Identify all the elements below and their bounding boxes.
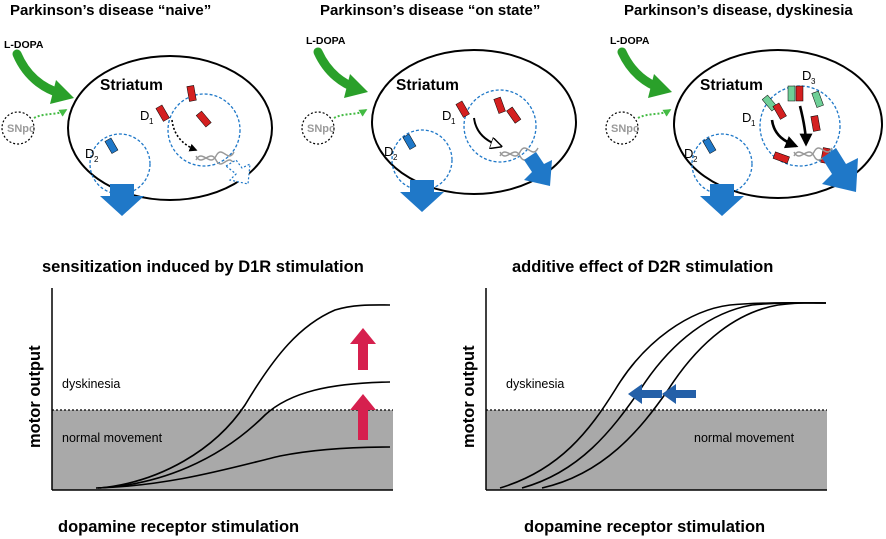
ldopa-arrowhead xyxy=(344,74,368,98)
d2-receptor xyxy=(402,133,417,150)
d1-receptor xyxy=(493,96,506,114)
d1-receptor xyxy=(195,110,212,128)
zone-label-normal: normal movement xyxy=(62,431,163,445)
d3-receptor xyxy=(787,85,796,102)
receptor-subscript: 3 xyxy=(811,77,816,86)
sensitization-arrow xyxy=(350,394,376,440)
snpc-projection xyxy=(333,109,368,119)
panel-title: Parkinson’s disease “on state” xyxy=(320,2,540,19)
receptor-subscript: 2 xyxy=(94,155,99,164)
d1-output-arrow xyxy=(822,148,858,192)
chart-sensitization: sensitization induced by D1R stimulation… xyxy=(26,258,393,536)
normal-movement-zone xyxy=(52,410,393,490)
signaling-arrow xyxy=(171,119,198,152)
panel-title: Parkinson’s disease, dyskinesia xyxy=(624,2,853,19)
striatum-label: Striatum xyxy=(100,77,163,94)
snpc-label: SNpc xyxy=(611,123,639,135)
panel-on-state: Parkinson’s disease “on state” L-DOPA St… xyxy=(301,2,577,212)
snpc-label: SNpc xyxy=(307,123,335,135)
shift-arrow xyxy=(662,384,696,404)
receptor-label: D xyxy=(684,146,693,161)
response-curve-right xyxy=(541,302,827,489)
d1-output-arrow xyxy=(524,152,552,186)
zone-label-dyskinesia: dyskinesia xyxy=(62,377,120,391)
striatum-label: Striatum xyxy=(700,77,763,94)
receptor-subscript: 1 xyxy=(751,119,756,128)
response-curve-low xyxy=(95,446,391,489)
signaling-arrow xyxy=(798,105,813,147)
response-curve-middle xyxy=(521,302,827,489)
receptor-label: D xyxy=(802,68,811,83)
d1-receptor xyxy=(772,151,790,164)
snpc-node xyxy=(605,111,639,145)
dna-icon xyxy=(195,151,235,165)
chart-title: additive effect of D2R stimulation xyxy=(512,258,773,276)
snpc-node xyxy=(301,111,335,145)
snpc-node xyxy=(1,111,35,145)
ldopa-label: L-DOPA xyxy=(4,39,44,51)
x-axis-label: dopamine receptor stimulation xyxy=(58,518,299,536)
receptor-subscript: 1 xyxy=(149,117,154,126)
striatum-label: Striatum xyxy=(396,77,459,94)
y-axis-label: motor output xyxy=(26,345,44,448)
d1-neuron xyxy=(759,85,841,167)
signaling-arrow xyxy=(473,117,500,146)
ldopa-label: L-DOPA xyxy=(610,35,650,47)
panel-naive: Parkinson’s disease “naive” L-DOPA Stria… xyxy=(1,2,273,216)
d3-receptor xyxy=(811,90,824,108)
d1-neuron xyxy=(463,89,537,163)
chart-additive: additive effect of D2R stimulation dyski… xyxy=(460,258,827,536)
y-axis-label: motor output xyxy=(460,345,478,448)
receptor-label: D xyxy=(442,108,451,123)
sensitization-arrow xyxy=(350,328,376,370)
d1-receptor xyxy=(155,104,170,122)
d1-receptor xyxy=(455,100,470,118)
panel-title: Parkinson’s disease “naive” xyxy=(10,2,211,19)
shift-arrow xyxy=(628,384,662,404)
chart-title: sensitization induced by D1R stimulation xyxy=(42,258,364,276)
snpc-label: SNpc xyxy=(7,123,35,135)
response-curve-mid xyxy=(97,381,391,489)
d1-output-arrow xyxy=(224,159,251,185)
d1-receptor xyxy=(506,106,522,124)
ldopa-label: L-DOPA xyxy=(306,35,346,47)
receptor-label: D xyxy=(742,110,751,125)
d2-output-arrow xyxy=(700,184,744,216)
zone-label-dyskinesia: dyskinesia xyxy=(506,377,564,391)
signaling-arrow xyxy=(770,119,799,149)
x-axis-label: dopamine receptor stimulation xyxy=(524,518,765,536)
response-curve-high xyxy=(99,304,391,489)
d1-receptor xyxy=(772,102,787,120)
d1-receptor xyxy=(795,85,804,102)
receptor-subscript: 2 xyxy=(693,155,698,164)
receptor-label: D xyxy=(384,144,393,159)
normal-movement-zone xyxy=(486,410,827,490)
ldopa-arrowhead xyxy=(50,80,74,104)
receptor-label: D xyxy=(140,108,149,123)
ldopa-arrowhead xyxy=(648,74,672,98)
d1-neuron xyxy=(167,93,241,167)
d1-receptor xyxy=(810,115,821,132)
d2-output-arrow xyxy=(100,184,144,216)
d2-receptor xyxy=(702,137,717,154)
panel-dyskinesia: Parkinson’s disease, dyskinesia L-DOPA S… xyxy=(605,2,883,216)
zone-label-normal: normal movement xyxy=(694,431,795,445)
d2-receptor xyxy=(104,137,119,154)
receptor-label: D xyxy=(85,146,94,161)
receptor-subscript: 1 xyxy=(451,117,456,126)
snpc-projection xyxy=(33,109,68,119)
d1-receptor xyxy=(186,85,197,102)
receptor-subscript: 2 xyxy=(393,153,398,162)
d2-output-arrow xyxy=(400,180,444,212)
snpc-projection xyxy=(637,109,672,119)
